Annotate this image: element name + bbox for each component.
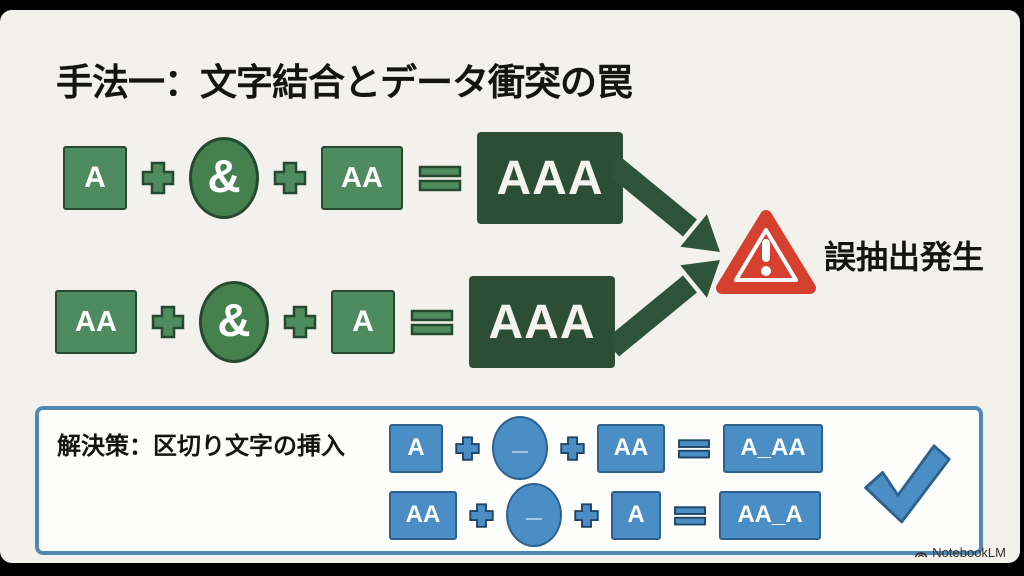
problem-row-1: A & AA AAA bbox=[63, 132, 623, 224]
page-title: 手法一：文字結合とデータ衝突の罠 bbox=[56, 62, 633, 103]
plus-icon bbox=[151, 305, 185, 339]
plus-icon bbox=[141, 161, 175, 195]
result-box: AAA bbox=[469, 276, 615, 368]
operand-box: A bbox=[63, 146, 127, 210]
result-box: A_AA bbox=[723, 423, 823, 473]
brand-footer: NotebookLM bbox=[914, 545, 1006, 560]
solution-row-1: A _ AA A_AA bbox=[389, 416, 823, 480]
solution-label: 解決策：区切り文字の挿入 bbox=[57, 433, 345, 460]
plus-icon bbox=[273, 161, 307, 195]
warning-triangle-icon bbox=[716, 210, 816, 294]
operand-box: A bbox=[389, 423, 443, 473]
equals-icon bbox=[678, 438, 710, 458]
equals-icon bbox=[418, 165, 462, 192]
solution-rows: A _ AA A_AA AA _ A AA_A bbox=[389, 416, 823, 547]
operand-box: A bbox=[331, 290, 395, 354]
delimiter-circle: _ bbox=[506, 483, 562, 547]
solution-row-2: AA _ A AA_A bbox=[389, 483, 823, 547]
checkmark-icon bbox=[864, 444, 951, 524]
slide: 手法一：文字結合とデータ衝突の罠 A & AA AAA AA & A AAA 誤… bbox=[0, 10, 1020, 563]
delimiter-circle: _ bbox=[492, 416, 548, 480]
plus-icon bbox=[455, 435, 480, 461]
operand-box: AA bbox=[55, 290, 137, 354]
equals-icon bbox=[410, 309, 454, 336]
operand-box: AA bbox=[389, 490, 457, 540]
concat-operator-circle: & bbox=[199, 281, 269, 363]
operand-box: AA bbox=[597, 423, 665, 473]
problem-row-2: AA & A AAA bbox=[55, 276, 615, 368]
plus-icon bbox=[469, 502, 494, 528]
plus-icon bbox=[560, 435, 585, 461]
result-box: AA_A bbox=[719, 490, 821, 540]
equals-icon bbox=[674, 505, 706, 525]
operand-box: A bbox=[611, 490, 661, 540]
plus-icon bbox=[574, 502, 599, 528]
result-box: AAA bbox=[477, 132, 623, 224]
brand-name: NotebookLM bbox=[932, 545, 1006, 560]
delimiter-char: _ bbox=[512, 424, 528, 455]
warning-label: 誤抽出発生 bbox=[824, 239, 985, 275]
converging-arrows-icon bbox=[612, 155, 720, 357]
solution-panel: 解決策：区切り文字の挿入 A _ AA A_AA AA _ A AA_A bbox=[35, 406, 983, 555]
concat-operator-circle: & bbox=[189, 137, 259, 219]
notebooklm-logo-icon bbox=[915, 552, 928, 558]
delimiter-char: _ bbox=[526, 491, 542, 522]
operand-box: AA bbox=[321, 146, 403, 210]
plus-icon bbox=[283, 305, 317, 339]
